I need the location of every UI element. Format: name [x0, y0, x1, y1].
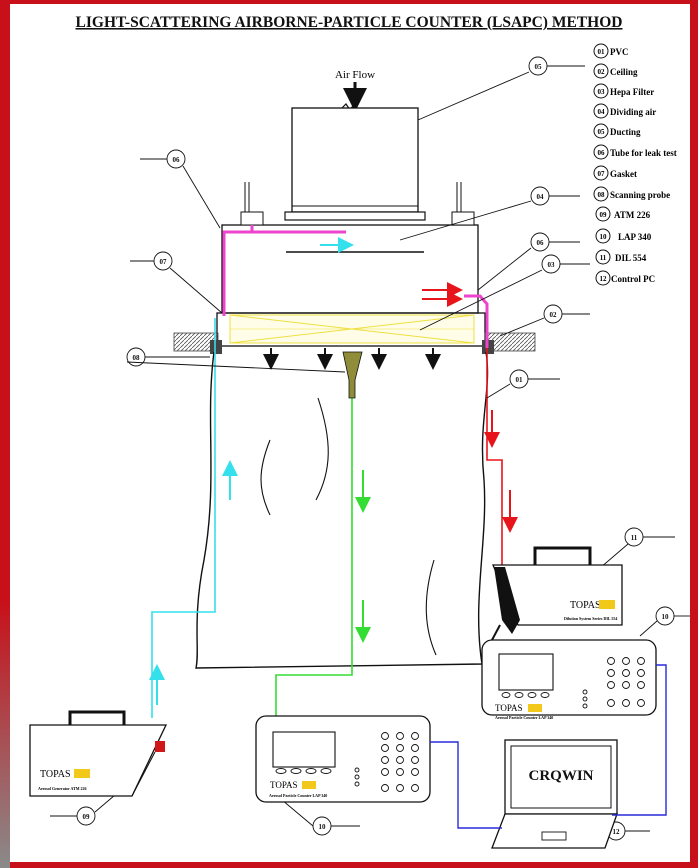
- callout-11: 11: [631, 534, 638, 542]
- laptop-screen-text: CRQWIN: [528, 768, 593, 784]
- svg-text:09: 09: [600, 211, 608, 219]
- callout-04: 04: [537, 193, 545, 201]
- svg-text:Dividing air: Dividing air: [610, 107, 656, 117]
- pvc-bag: [195, 351, 489, 669]
- control-cables: [430, 664, 667, 829]
- svg-text:11: 11: [600, 254, 607, 262]
- legend-item-09: 09 ATM 226: [595, 206, 651, 222]
- svg-text:01: 01: [598, 48, 606, 56]
- frame-border-left: [0, 0, 10, 868]
- svg-text:Aerosol Particle Counter LAP 3: Aerosol Particle Counter LAP 340: [495, 715, 553, 720]
- svg-text:03: 03: [598, 88, 606, 96]
- diagram-title: LIGHT-SCATTERING AIRBORNE-PARTICLE COUNT…: [76, 14, 623, 31]
- ducting: [284, 107, 426, 253]
- scanning-probe: [342, 351, 363, 399]
- svg-text:12: 12: [600, 275, 608, 283]
- pvc-tube-red: [486, 348, 503, 565]
- callout-01: 01: [516, 376, 524, 384]
- callouts: [50, 56, 690, 841]
- legend-item-05: 05 Ducting: [593, 123, 641, 139]
- callout-07: 07: [160, 258, 168, 266]
- frame-border-top: [0, 0, 698, 4]
- callout-06-left: 06: [173, 156, 181, 164]
- svg-text:TOPAS: TOPAS: [40, 769, 71, 780]
- svg-text:06: 06: [598, 149, 606, 157]
- svg-text:Aerosol Generator ATM 226: Aerosol Generator ATM 226: [38, 786, 87, 791]
- air-flow-indicator: Air Flow: [335, 69, 375, 113]
- callout-08: 08: [133, 354, 141, 362]
- svg-text:TOPAS: TOPAS: [495, 703, 523, 713]
- svg-text:04: 04: [598, 108, 606, 116]
- svg-text:Scanning probe: Scanning probe: [610, 190, 670, 200]
- svg-text:Air Flow: Air Flow: [335, 69, 375, 81]
- frame-border-right: [690, 0, 698, 868]
- aerosol-tube-cyan: [151, 318, 216, 718]
- svg-text:07: 07: [598, 170, 606, 178]
- dil-554-device: TOPAS Dilution System Series DIL 554: [491, 546, 623, 641]
- leak-test-tube-right: [464, 294, 489, 348]
- ceiling: [173, 332, 536, 354]
- svg-text:TOPAS: TOPAS: [270, 780, 298, 790]
- callout-09: 09: [83, 813, 91, 821]
- svg-text:Hepa Filter: Hepa Filter: [610, 87, 654, 97]
- lap-340-device-right: TOPAS Aerosol Particle Counter LAP 340: [481, 639, 657, 720]
- svg-text:08: 08: [598, 191, 606, 199]
- legend-item-10: 10 LAP 340: [595, 228, 652, 244]
- svg-text:Gasket: Gasket: [610, 169, 637, 179]
- frame-border-bottom: [0, 862, 698, 868]
- control-pc-laptop: CRQWIN: [491, 739, 618, 849]
- sample-tube-green: [275, 398, 353, 716]
- svg-text:02: 02: [598, 68, 606, 76]
- callout-03: 03: [548, 261, 556, 269]
- svg-text:10: 10: [600, 233, 608, 241]
- atm-226-device: TOPAS Aerosol Generator ATM 226: [29, 710, 168, 797]
- callout-05: 05: [535, 63, 543, 71]
- svg-text:LAP 340: LAP 340: [618, 232, 652, 242]
- callout-12: 12: [613, 828, 621, 836]
- frame-shade: [0, 600, 10, 868]
- lap-340-device-bottom: TOPAS Aerosol Particle Counter LAP 340: [255, 715, 431, 803]
- svg-text:Control PC: Control PC: [611, 274, 655, 284]
- svg-text:05: 05: [598, 128, 606, 136]
- legend-item-08: 08 Scanning probe: [593, 186, 670, 202]
- legend-item-01: 01 PVC: [593, 43, 629, 59]
- svg-text:DIL 554: DIL 554: [615, 253, 647, 263]
- callout-02: 02: [550, 311, 558, 319]
- filter-housing: [216, 182, 486, 347]
- legend-item-07: 07 Gasket: [593, 165, 637, 181]
- legend: 01 PVC 02 Ceiling 03 Hepa Filter 04 Dividing…: [593, 43, 677, 286]
- svg-text:Dilution System Series DIL 554: Dilution System Series DIL 554: [564, 616, 617, 621]
- legend-item-04: 04 Dividing air: [593, 103, 656, 119]
- leak-test-tube-left: [222, 230, 346, 316]
- hepa-filter: [229, 314, 475, 344]
- downflow-arrows: [263, 348, 441, 370]
- legend-item-03: 03 Hepa Filter: [593, 83, 654, 99]
- legend-item-02: 02 Ceiling: [593, 63, 638, 79]
- legend-item-06: 06 Tube for leak test: [593, 144, 677, 160]
- callout-06-right: 06: [537, 239, 545, 247]
- callout-10-bottom: 10: [319, 823, 327, 831]
- svg-text:PVC: PVC: [610, 47, 629, 57]
- svg-text:Tube for leak test: Tube for leak test: [610, 148, 677, 158]
- legend-item-11: 11 DIL 554: [595, 249, 647, 265]
- svg-text:Ceiling: Ceiling: [610, 67, 638, 77]
- svg-text:Ducting: Ducting: [610, 127, 641, 137]
- svg-text:Aerosol Particle Counter LAP 3: Aerosol Particle Counter LAP 340: [269, 793, 327, 798]
- svg-text:TOPAS: TOPAS: [570, 600, 601, 611]
- svg-text:ATM 226: ATM 226: [614, 210, 651, 220]
- callout-10-right: 10: [662, 613, 670, 621]
